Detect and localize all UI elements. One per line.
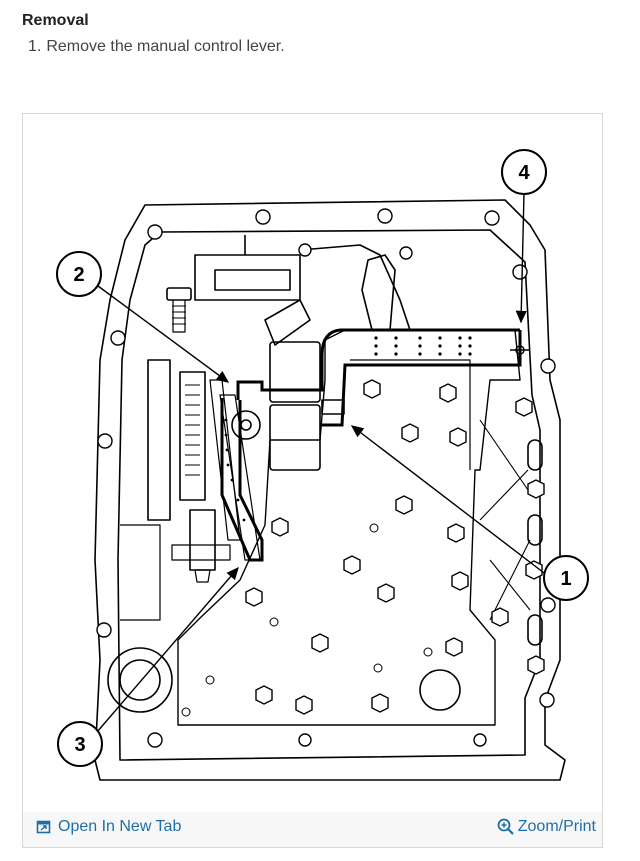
bolt-head — [166, 287, 192, 301]
step-item: 1.Remove the manual control lever. — [28, 38, 285, 56]
callout-1-label: 1 — [560, 568, 571, 590]
bolt-holes — [96, 208, 556, 748]
valve-body-plate — [177, 329, 521, 726]
callout-3-label: 3 — [74, 734, 85, 756]
connector — [321, 399, 345, 415]
crosshair-target — [510, 340, 530, 360]
section-heading: Removal — [22, 12, 89, 29]
callout-2: 2 — [56, 251, 102, 297]
center-block-lower — [269, 404, 321, 471]
open-in-new-tab-link[interactable]: Open In New Tab — [36, 818, 181, 836]
zoom-print-link[interactable]: Zoom/Print — [497, 818, 596, 836]
hex-bolts — [245, 379, 545, 715]
small-holes — [181, 523, 433, 717]
linkage-rod — [264, 299, 311, 346]
upper-housing-2 — [214, 269, 291, 291]
leader-lines — [96, 192, 549, 733]
callout-3: 3 — [57, 721, 103, 767]
perforations — [224, 336, 472, 522]
actuator — [189, 509, 216, 571]
callout-1: 1 — [543, 555, 589, 601]
open-in-new-tab-label: Open In New Tab — [58, 818, 182, 835]
callout-4-label: 4 — [518, 162, 530, 184]
zoom-in-icon — [497, 818, 515, 836]
valve-body-edge — [350, 359, 471, 470]
callout-2-label: 2 — [73, 264, 84, 286]
left-bracket — [147, 359, 171, 521]
upper-bracket — [244, 235, 411, 331]
pan-inner-outline — [117, 229, 541, 761]
upper-housing — [194, 254, 301, 301]
detent-lever — [361, 254, 396, 331]
filter-bore — [107, 647, 173, 713]
zoom-print-label: Zoom/Print — [517, 818, 596, 835]
step-text: Remove the manual control lever. — [46, 38, 285, 55]
pan-outer-outline — [94, 199, 566, 781]
manual-lever-pivot — [231, 410, 261, 440]
plate-bore — [419, 669, 461, 711]
center-block — [269, 341, 321, 403]
callout-4: 4 — [501, 149, 547, 195]
spring-stack — [179, 371, 206, 501]
step-number: 1. — [28, 38, 42, 55]
open-new-tab-icon — [36, 819, 52, 835]
